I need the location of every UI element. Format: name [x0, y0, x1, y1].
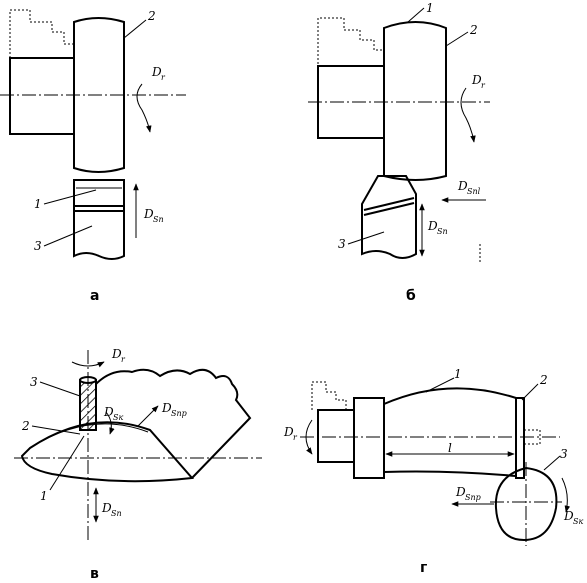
motion-ds-symbol: D	[143, 207, 154, 221]
motion-dr-subscript: r	[481, 81, 486, 90]
leader-2	[521, 383, 539, 401]
leader-3	[347, 231, 385, 245]
leader-1	[49, 435, 85, 491]
label-2: 2	[147, 9, 156, 23]
motion-dsn-subscript: Sп	[111, 509, 122, 518]
motion-dr-symbol: D	[471, 73, 482, 87]
label-2: 2	[21, 419, 30, 433]
caption-g: г	[420, 560, 427, 576]
motion-dspr-symbol: D	[161, 401, 172, 415]
label-3: 3	[34, 239, 42, 253]
label-1: 1	[426, 1, 434, 15]
wheel-spindle	[9, 57, 74, 135]
rotation-arrow	[460, 87, 476, 143]
motion-dsm-symbol: D	[457, 179, 468, 193]
workpiece	[73, 179, 125, 260]
rotation-arrow	[305, 419, 313, 455]
motion-dspr-symbol: D	[455, 485, 466, 499]
workpiece	[361, 175, 417, 259]
label-2: 2	[539, 373, 548, 387]
rotation-arrow	[136, 83, 152, 133]
label-3: 3	[338, 237, 346, 251]
caption-b: б	[406, 288, 416, 304]
leader-3	[543, 455, 561, 471]
chuck-outline	[317, 17, 384, 64]
leader-3	[39, 381, 81, 397]
motion-dsn-symbol: D	[427, 219, 438, 233]
circular-feed-arrow	[561, 477, 571, 513]
motion-dsk-symbol: D	[103, 405, 114, 419]
label-2: 2	[469, 23, 478, 37]
motion-dsk-subscript: Sк	[113, 413, 123, 422]
motion-dsk-subscript: Sк	[573, 517, 583, 526]
leader-2	[123, 19, 147, 39]
workpiece-plate	[20, 368, 252, 483]
motion-dr-subscript: r	[293, 433, 298, 442]
grinding-wheel	[383, 21, 447, 181]
label-3: 3	[560, 447, 568, 461]
leader-3	[43, 225, 93, 247]
leader-1	[425, 377, 455, 393]
motion-dr-subscript: r	[121, 355, 126, 364]
leader-2	[31, 425, 81, 435]
grinding-wheel	[73, 17, 125, 173]
label-1: 1	[454, 367, 462, 381]
motion-dspr-subscript: Sпр	[171, 409, 187, 418]
motion-dr-symbol: D	[151, 65, 162, 79]
motion-dspr-subscript: Sпр	[465, 493, 481, 502]
label-1: 1	[40, 489, 48, 503]
panel-b: 1 2 3 D r D Sпl D Sп б	[308, 1, 490, 304]
longitudinal-feed-arrow	[137, 405, 159, 427]
leader-2	[445, 31, 469, 47]
panel-g: 1 2 3 l D r D Sпр D Sк г	[283, 367, 583, 576]
motion-dr-symbol: D	[111, 347, 122, 361]
rotation-arrow	[71, 361, 105, 368]
motion-dsm-subscript: Sпl	[467, 187, 481, 196]
caption-a: а	[90, 288, 99, 304]
motion-ds-subscript: Sп	[153, 215, 164, 224]
label-length: l	[448, 441, 452, 455]
workpiece-shaft	[317, 387, 552, 479]
label-3: 3	[30, 375, 38, 389]
motion-dsk-symbol: D	[563, 509, 574, 523]
motion-dr-symbol: D	[283, 425, 294, 439]
leader-1	[43, 189, 97, 205]
motion-dsn-subscript: Sп	[437, 227, 448, 236]
panel-v: 3 2 1 D r D Sк D Sпр D Sп в	[14, 347, 262, 582]
label-1: 1	[34, 197, 42, 211]
caption-v: в	[90, 566, 99, 582]
grinding-wheel-round	[490, 462, 562, 546]
leader-1	[407, 7, 425, 23]
circular-feed-arrow	[105, 411, 115, 435]
chuck-outline	[311, 381, 347, 410]
motion-dsn-symbol: D	[101, 501, 112, 515]
motion-dr-subscript: r	[161, 73, 166, 82]
chuck-outline	[9, 9, 74, 58]
panel-a: 1 3 2 D r D Sп а	[0, 9, 186, 304]
